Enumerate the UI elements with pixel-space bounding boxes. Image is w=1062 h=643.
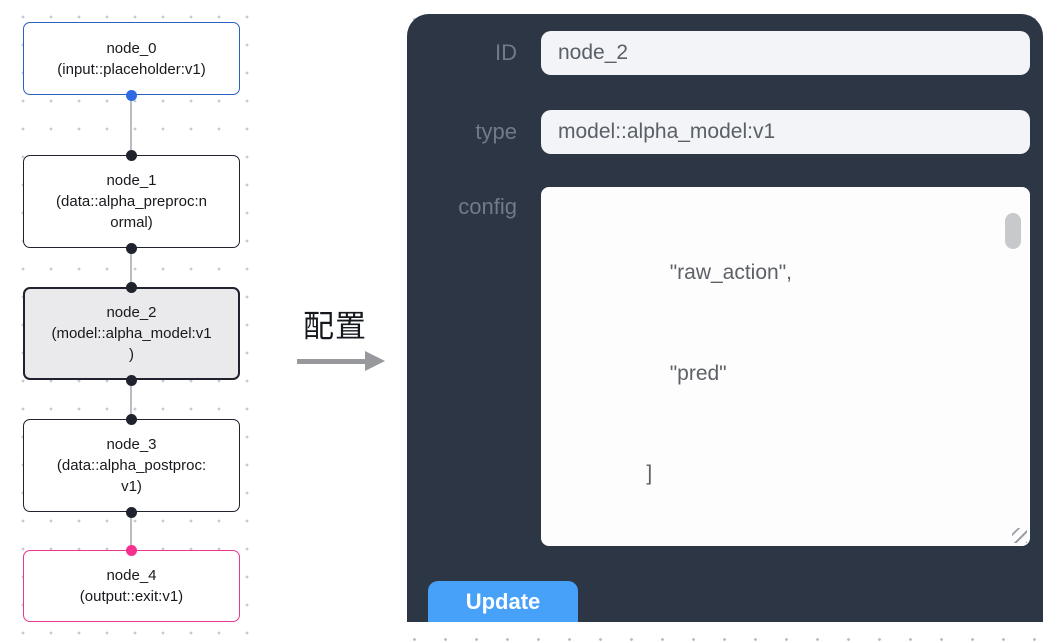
node-subtitle: (model::alpha_model:v1 <box>51 325 212 342</box>
edge-node1-node2 <box>130 248 132 288</box>
edge-node0-node1 <box>130 95 132 155</box>
node-subtitle: ormal) <box>110 214 153 231</box>
connection-handle-node3-out[interactable] <box>126 507 137 518</box>
type-field-label: type <box>475 119 517 144</box>
node-title: node_4 <box>106 567 157 584</box>
edge-node2-node3 <box>130 380 132 420</box>
config-panel: ID node_2 type model::alpha_model:v1 con… <box>407 14 1043 622</box>
edge-node3-node4 <box>130 512 132 551</box>
config-json-code: "raw_action", "pred" ] }, "trace": { "sc… <box>553 261 792 485</box>
node-subtitle: ) <box>129 346 134 363</box>
arrow-head <box>365 351 385 371</box>
flow-node-node_0[interactable]: node_0 (input::placeholder:v1) <box>23 22 240 95</box>
connection-handle-node4-in[interactable] <box>126 545 137 556</box>
connection-handle-node3-in[interactable] <box>126 414 137 425</box>
type-input-value: model::alpha_model:v1 <box>558 120 776 143</box>
config-transition: 配置 <box>295 301 405 371</box>
id-input-value: node_2 <box>558 41 629 64</box>
flow-node-node_2-selected[interactable]: node_2 (model::alpha_model:v1 ) <box>23 287 240 380</box>
config-field-label: config <box>458 194 517 219</box>
node-subtitle: (data::alpha_postproc: <box>56 457 207 474</box>
scrollbar-thumb[interactable] <box>1005 213 1021 249</box>
connection-handle-node2-out[interactable] <box>126 375 137 386</box>
connection-handle-node0-out[interactable] <box>126 90 137 101</box>
arrow-shaft <box>297 359 367 364</box>
connection-handle-node2-in[interactable] <box>126 282 137 293</box>
node-title: node_3 <box>106 436 157 453</box>
id-input[interactable]: node_2 <box>541 31 1030 75</box>
type-input[interactable]: model::alpha_model:v1 <box>541 110 1030 154</box>
right-arrow-icon <box>295 351 387 371</box>
pipeline-canvas: node_0 (input::placeholder:v1) node_1 (d… <box>0 0 267 643</box>
flow-node-node_1[interactable]: node_1 (data::alpha_preproc:n ormal) <box>23 155 240 248</box>
connection-handle-node1-in[interactable] <box>126 150 137 161</box>
node-title: node_2 <box>106 304 157 321</box>
node-title: node_0 <box>106 39 157 57</box>
flow-node-node_3[interactable]: node_3 (data::alpha_postproc: v1) <box>23 419 240 512</box>
node-title: node_1 <box>106 172 157 189</box>
transition-label: 配置 <box>303 309 367 344</box>
node-subtitle: (input::placeholder:v1) <box>57 60 206 78</box>
id-field-label: ID <box>495 40 517 65</box>
connection-handle-node1-out[interactable] <box>126 243 137 254</box>
node-subtitle: v1) <box>121 478 142 495</box>
node-subtitle: (output::exit:v1) <box>79 588 184 605</box>
flow-node-node_4[interactable]: node_4 (output::exit:v1) <box>23 550 240 622</box>
config-textarea[interactable]: "raw_action", "pred" ] }, "trace": { "sc… <box>541 187 1030 546</box>
node-subtitle: (data::alpha_preproc:n <box>56 193 207 210</box>
update-button[interactable]: Update <box>428 581 578 622</box>
resize-grip-icon[interactable] <box>1012 528 1027 543</box>
